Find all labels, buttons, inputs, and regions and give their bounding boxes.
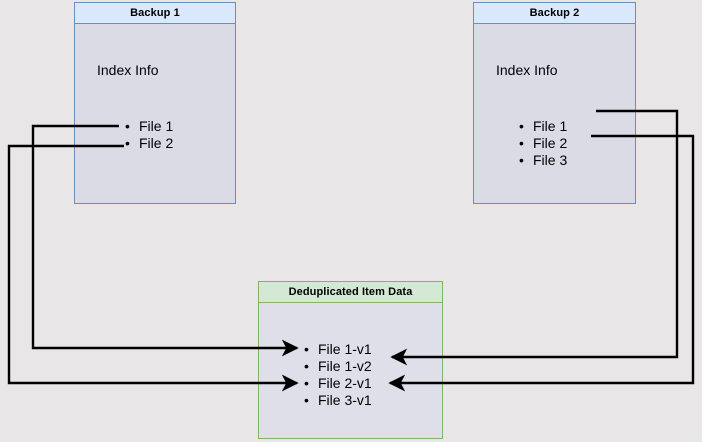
node-backup-2[interactable]: Backup 2 Index Info File 1 File 2 File 3 xyxy=(473,2,636,204)
dedup-file-list: File 1-v1 File 1-v2 File 2-v1 File 3-v1 xyxy=(304,341,372,409)
node-backup-1[interactable]: Backup 1 Index Info File 1 File 2 xyxy=(74,2,236,204)
list-item: File 2 xyxy=(519,135,567,152)
list-item: File 2-v1 xyxy=(304,375,372,392)
list-item: File 1-v1 xyxy=(304,341,372,358)
list-item: File 3-v1 xyxy=(304,392,372,409)
backup-1-index-info-label: Index Info xyxy=(97,62,159,78)
node-deduplicated-item-data[interactable]: Deduplicated Item Data File 1-v1 File 1-… xyxy=(258,281,443,439)
list-item: File 1 xyxy=(519,118,567,135)
list-item: File 3 xyxy=(519,152,567,169)
backup-1-file-list: File 1 File 2 xyxy=(125,118,173,152)
list-item: File 2 xyxy=(125,135,173,152)
backup-2-file-list: File 1 File 2 File 3 xyxy=(519,118,567,169)
node-backup-1-header: Backup 1 xyxy=(74,2,236,24)
list-item: File 1-v2 xyxy=(304,358,372,375)
node-deduplicated-item-data-header: Deduplicated Item Data xyxy=(258,281,443,303)
node-backup-2-header: Backup 2 xyxy=(473,2,636,24)
backup-2-index-info-label: Index Info xyxy=(496,62,558,78)
node-deduplicated-item-data-body: File 1-v1 File 1-v2 File 2-v1 File 3-v1 xyxy=(258,303,443,439)
node-backup-1-body: Index Info File 1 File 2 xyxy=(74,24,236,204)
list-item: File 1 xyxy=(125,118,173,135)
node-backup-2-body: Index Info File 1 File 2 File 3 xyxy=(473,24,636,204)
